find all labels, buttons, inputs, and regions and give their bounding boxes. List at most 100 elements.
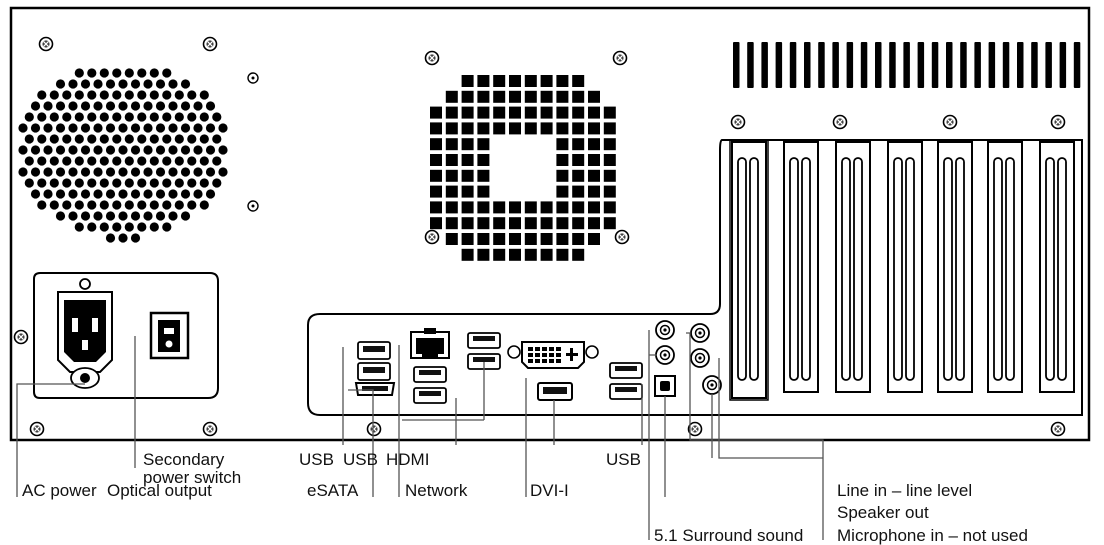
fan-grille-hole [556,185,569,198]
vent-hole [37,156,47,166]
ac-power-inlet [57,278,113,389]
fan-grille [430,75,616,261]
label-secondary-line2: power switch [143,468,242,487]
callout-leader-lines [16,330,824,540]
vent-slot [974,42,981,88]
vent-hole [180,123,191,133]
fan-grille-hole [430,106,442,119]
vent-hole [118,189,128,199]
vent-hole [87,68,97,78]
vent-hole [30,167,41,177]
vent-slot [747,42,754,88]
vent-hole [149,68,159,78]
vent-hole [105,145,116,155]
vent-hole [162,156,172,166]
vent-hole [55,79,66,89]
vent-hole [193,145,203,155]
fan-grille-hole [524,75,537,87]
vent-hole [180,101,191,111]
vent-hole [87,156,97,166]
vent-hole [43,145,53,155]
vent-hole [162,134,172,144]
vent-hole [143,79,153,89]
fan-grille-hole [524,90,537,103]
vent-hole [130,189,141,199]
fan-grille-hole [603,169,616,182]
vent-hole [174,178,184,188]
vent-hole [193,101,203,111]
label-surround-sound: 5.1 Surround sound [654,526,804,545]
vent-slot [775,42,783,88]
slot-cutout [1005,157,1015,381]
vent-hole [149,200,159,210]
vent-hole [168,189,178,199]
fan-grille-hole [477,233,490,245]
vent-hole [124,222,134,232]
vent-hole [93,167,103,177]
vent-hole [162,68,172,78]
vent-hole [137,222,147,232]
fan-grille-hole [524,233,537,245]
fan-grille-hole [540,75,553,87]
label-usb-left: USB [299,450,334,469]
fan-grille-hole [445,169,458,182]
vent-slot [1059,42,1067,88]
vent-hole [180,211,191,221]
fan-grille-hole [556,154,569,166]
vent-slot [1017,42,1024,88]
vent-hole [80,79,91,89]
fan-grille-hole [588,201,600,214]
vent-hole [205,101,216,111]
fan-grille-hole [477,169,490,182]
vent-hole [162,222,172,232]
vent-hole [112,222,122,232]
fan-grille-hole [588,217,600,230]
vent-hole [124,156,134,166]
vent-hole [80,167,91,177]
fan-grille-hole [461,248,474,261]
fan-grille-hole [540,122,553,135]
vent-hole [55,101,66,111]
vent-hole [112,156,122,166]
vent-hole [105,123,116,133]
vent-slot [789,42,797,88]
vent-hole [199,112,209,122]
vent-slot [1031,42,1038,88]
fan-grille-hole [477,185,490,198]
fan-grille-hole [477,154,490,166]
vent-hole [118,167,128,177]
fan-grille-hole [588,185,600,198]
fan-grille-hole [461,201,474,214]
slot-cutout [749,157,759,381]
fan-grille-hole [493,201,506,214]
vent-hole [118,233,128,243]
vent-hole [105,79,116,89]
vent-hole [218,123,228,133]
vent-hole [205,189,216,199]
vent-hole [137,156,147,166]
vent-hole [180,167,191,177]
fan-grille-hole [556,169,569,182]
slot-cutout [853,157,863,381]
vent-hole [74,156,84,166]
fan-grille-hole [524,201,537,214]
fan-grille-hole [540,248,553,261]
fan-grille-hole [556,106,569,119]
vent-hole [49,134,59,144]
vent-hole [37,200,47,210]
vent-hole [99,222,109,232]
vent-hole [174,112,184,122]
fan-grille-hole [461,75,474,87]
vent-hole [87,112,97,122]
vent-hole [124,90,134,100]
vent-hole [124,112,134,122]
vent-hole [68,167,78,177]
vent-hole [212,112,222,122]
label-usb-middle: USB [343,450,378,469]
vent-hole [168,145,178,155]
vent-hole [162,178,172,188]
fan-grille-hole [477,90,490,103]
vent-hole [118,211,128,221]
fan-grille-hole [430,169,442,182]
